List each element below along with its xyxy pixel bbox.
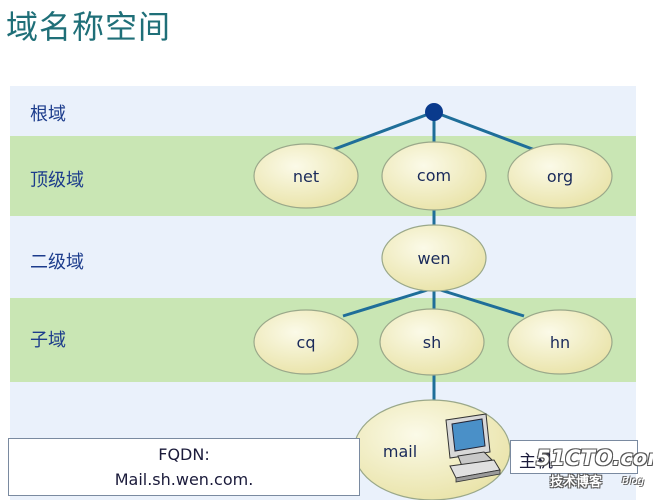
- fqdn-box: FQDN: Mail.sh.wen.com.: [8, 438, 360, 496]
- node-cq: [253, 309, 359, 375]
- fqdn-value: Mail.sh.wen.com.: [114, 470, 254, 489]
- node-net-label: net: [293, 167, 319, 186]
- second-level-band: [10, 216, 636, 298]
- node-org-label: org: [547, 167, 573, 186]
- node-com-label: com: [417, 166, 451, 185]
- fqdn-label: FQDN:: [158, 445, 210, 464]
- edge-wen-hn: [433, 286, 525, 318]
- second-level-label: 二级域: [30, 252, 84, 273]
- watermark-site: 51CTO.com: [536, 446, 653, 470]
- watermark-logo: 51CTO.com 技术博客 Blog: [530, 446, 653, 496]
- watermark-blog: Blog: [622, 476, 645, 487]
- node-net: [253, 143, 359, 209]
- host-label: 主机: [519, 452, 553, 472]
- node-cq-label: cq: [297, 333, 316, 352]
- node-sh-label: sh: [423, 333, 441, 352]
- node-hn-label: hn: [550, 333, 570, 352]
- tree-connectors: [331, 110, 536, 400]
- sub-level-label: 子域: [30, 330, 66, 351]
- root-node: [425, 103, 443, 121]
- node-org: [507, 143, 613, 209]
- host-box: 主机: [510, 440, 638, 474]
- node-wen: [381, 224, 487, 292]
- watermark-subtitle: 技术博客: [550, 475, 603, 490]
- node-wen-label: wen: [417, 249, 450, 268]
- node-mail-label: mail: [383, 442, 417, 461]
- node-hn: [507, 309, 613, 375]
- node-com: [381, 141, 487, 211]
- edge-root-net: [331, 110, 435, 152]
- top-level-label: 顶级域: [30, 170, 84, 191]
- root-level-label: 根域: [30, 104, 66, 125]
- computer-icon: [445, 413, 501, 483]
- root-level-band: [10, 86, 636, 136]
- edge-wen-cq: [342, 286, 435, 318]
- page-title: 域名称空间: [6, 8, 172, 46]
- edge-root-org: [433, 110, 536, 152]
- node-sh: [379, 308, 485, 376]
